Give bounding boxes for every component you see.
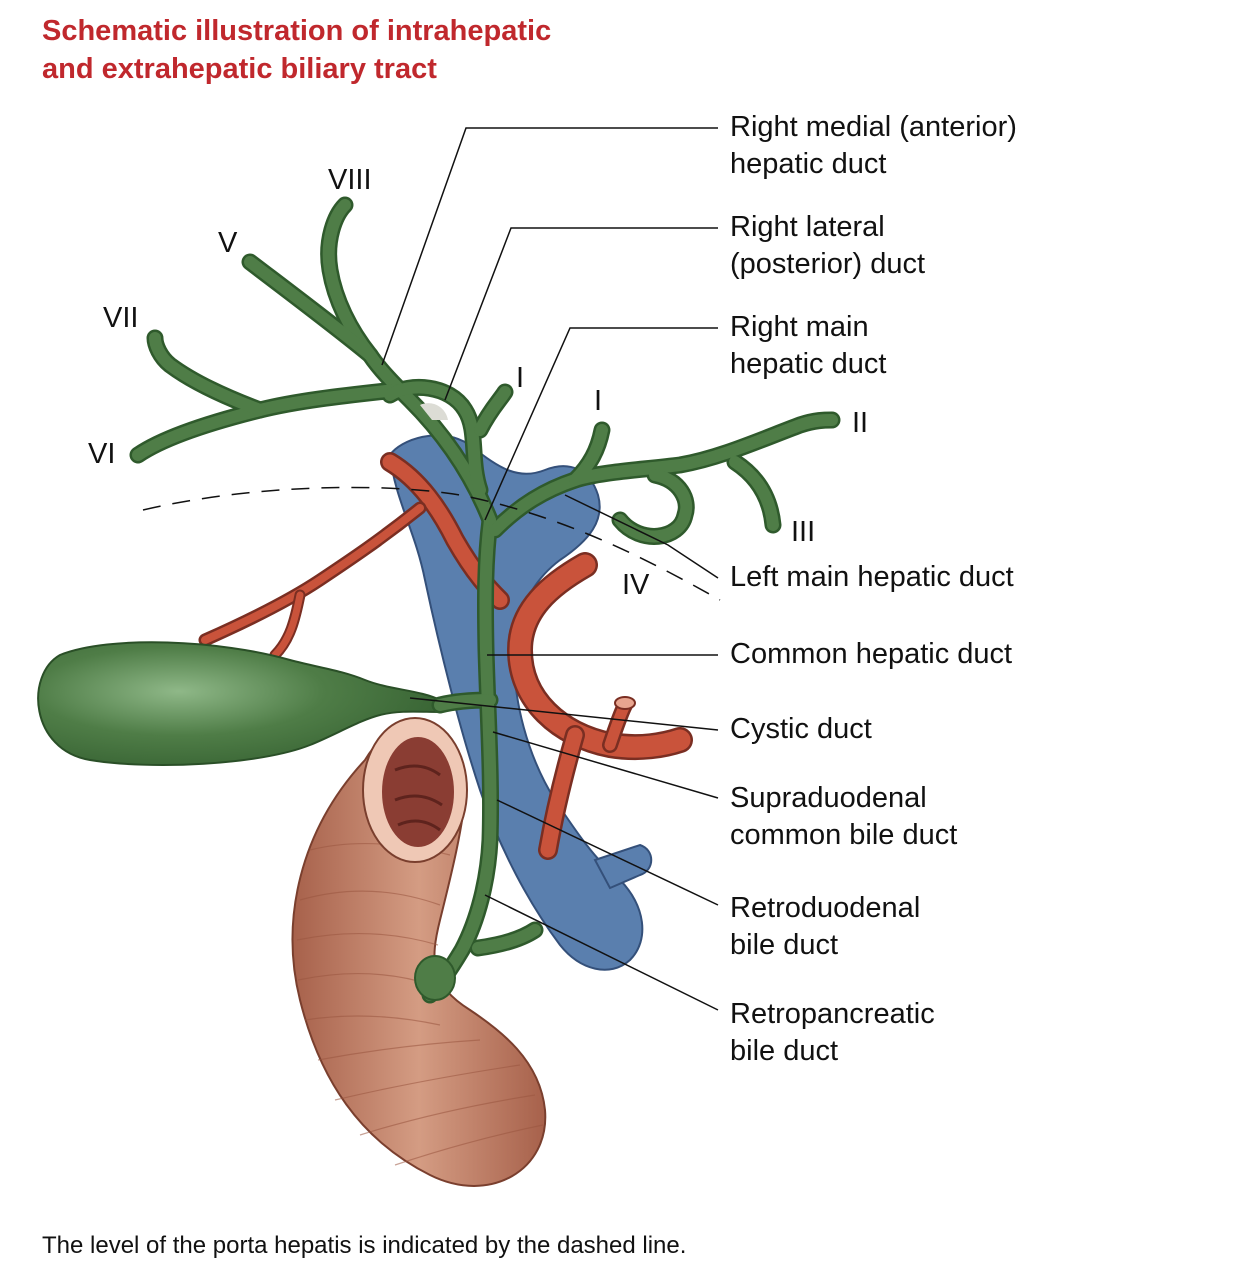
diagram-title-line-2: and extrahepatic biliary tract	[42, 53, 437, 85]
label-cystic-line-1: Cystic duct	[730, 713, 872, 745]
label-right-lateral-line-2: (posterior) duct	[730, 248, 926, 280]
segment-label-i-right: I	[516, 362, 525, 394]
label-right-main-line-2: hepatic duct	[730, 348, 887, 380]
label-supraduodenal-line-2: common bile duct	[730, 819, 958, 851]
segment-label-viii: VIII	[328, 164, 372, 196]
porta-hepatis-dashed-line	[142, 486, 721, 601]
segment-label-vii: VII	[103, 302, 139, 334]
segment-label-iv: IV	[622, 569, 650, 601]
leader-left-main	[564, 494, 719, 579]
label-left-main-line-1: Left main hepatic duct	[730, 561, 1014, 593]
diagram-title-line-1: Schematic illustration of intrahepatic	[42, 15, 552, 47]
label-right-lateral-line-1: Right lateral	[730, 211, 885, 243]
leader-retroduodenal	[496, 799, 719, 906]
label-retroduodenal-bile-duct: Retroduodenal bile duct	[730, 890, 920, 964]
segment-label-ii: II	[852, 407, 869, 439]
leader-retropancreatic	[484, 894, 719, 1011]
label-right-main-line-1: Right main	[730, 311, 869, 343]
duodenal-lumen	[382, 737, 454, 847]
segment-label-iii: III	[791, 516, 816, 548]
segment-label-vi: VI	[88, 438, 116, 470]
leader-right-medial	[381, 127, 718, 366]
mucosal-folds	[394, 764, 443, 832]
leader-cystic	[409, 697, 719, 731]
label-retroduodenal-line-2: bile duct	[730, 929, 839, 961]
label-right-medial-hepatic-duct: Right medial (anterior) hepatic duct	[730, 109, 1017, 183]
label-supraduodenal-common-bile-duct: Supraduodenal common bile duct	[730, 780, 957, 854]
label-right-medial-line-2: hepatic duct	[730, 148, 887, 180]
label-supraduodenal-line-1: Supraduodenal	[730, 782, 927, 814]
label-common-hepatic-line-1: Common hepatic duct	[730, 638, 1013, 670]
label-retropancreatic-line-1: Retropancreatic	[730, 998, 935, 1030]
label-retroduodenal-line-1: Retroduodenal	[730, 892, 921, 924]
leader-supraduodenal	[492, 731, 719, 799]
label-left-main-hepatic-duct: Left main hepatic duct	[730, 559, 1014, 596]
gallbladder	[37, 641, 441, 766]
duodenum	[291, 717, 547, 1187]
label-retropancreatic-line-2: bile duct	[730, 1035, 839, 1067]
label-common-hepatic-duct: Common hepatic duct	[730, 636, 1012, 673]
figure-caption: The level of the porta hepatis is indica…	[42, 1232, 687, 1259]
label-retropancreatic-bile-duct: Retropancreatic bile duct	[730, 996, 935, 1070]
segment-label-i-left: I	[594, 385, 603, 417]
label-right-lateral-duct: Right lateral (posterior) duct	[730, 209, 925, 283]
bile-duct-tree	[129, 196, 841, 1004]
leader-lines	[381, 127, 719, 1011]
leader-right-lateral	[444, 227, 718, 401]
label-right-main-hepatic-duct: Right main hepatic duct	[730, 309, 886, 383]
leader-right-main	[484, 327, 718, 521]
diagram-title: Schematic illustration of intrahepatic a…	[42, 12, 551, 88]
label-cystic-duct: Cystic duct	[730, 711, 872, 748]
segment-label-v: V	[218, 227, 238, 259]
portal-vein	[388, 434, 653, 971]
label-right-medial-line-1: Right medial (anterior)	[730, 111, 1017, 143]
